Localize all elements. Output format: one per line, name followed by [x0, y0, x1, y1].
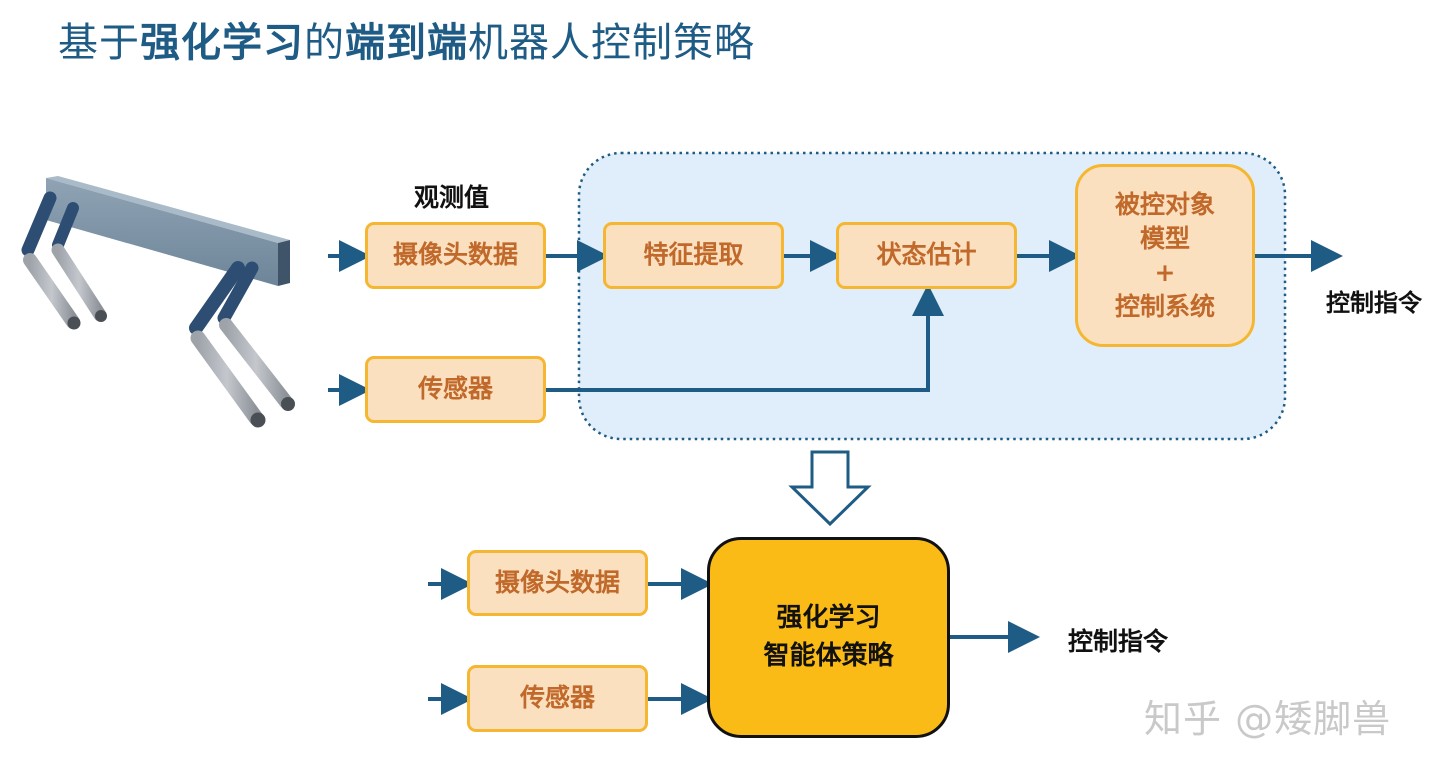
model-box-line-2: 模型: [1139, 223, 1190, 253]
title-part-1: 基于: [58, 20, 140, 66]
arrow-sensor-to-state: [546, 284, 944, 392]
rl-agent-policy-box: 强化学习 智能体策略: [707, 537, 950, 738]
sensor-box-2: 传感器: [467, 665, 648, 732]
watermark: 知乎 @矮脚兽: [1144, 697, 1392, 741]
model-box-line-3: +: [1154, 257, 1176, 287]
state-estimation-box: 状态估计: [836, 222, 1017, 289]
quadruped-robot-icon: [21, 176, 295, 428]
feature-extraction-box: 特征提取: [603, 222, 784, 289]
title-part-4: 端到端: [345, 20, 468, 66]
agent-line-2: 智能体策略: [763, 640, 894, 671]
plant-model-control-box: 被控对象 模型 + 控制系统: [1075, 164, 1255, 347]
camera-data-box: 摄像头数据: [365, 222, 546, 289]
camera-data-box-2: 摄像头数据: [467, 550, 648, 616]
model-box-line-1: 被控对象: [1114, 189, 1215, 219]
title-part-5: 机器人控制策略: [468, 20, 755, 66]
title-part-2: 强化学习: [140, 20, 304, 66]
page-title: 基于强化学习的端到端机器人控制策略: [58, 10, 755, 68]
control-command-label: 控制指令: [1326, 289, 1422, 317]
control-command-label-2: 控制指令: [1068, 627, 1169, 656]
title-part-3: 的: [304, 20, 345, 66]
agent-line-1: 强化学习: [776, 602, 881, 633]
observation-label: 观测值: [414, 183, 490, 212]
model-box-line-4: 控制系统: [1114, 291, 1215, 321]
sensor-box: 传感器: [365, 356, 546, 423]
transform-down-arrow-icon: [788, 450, 872, 527]
